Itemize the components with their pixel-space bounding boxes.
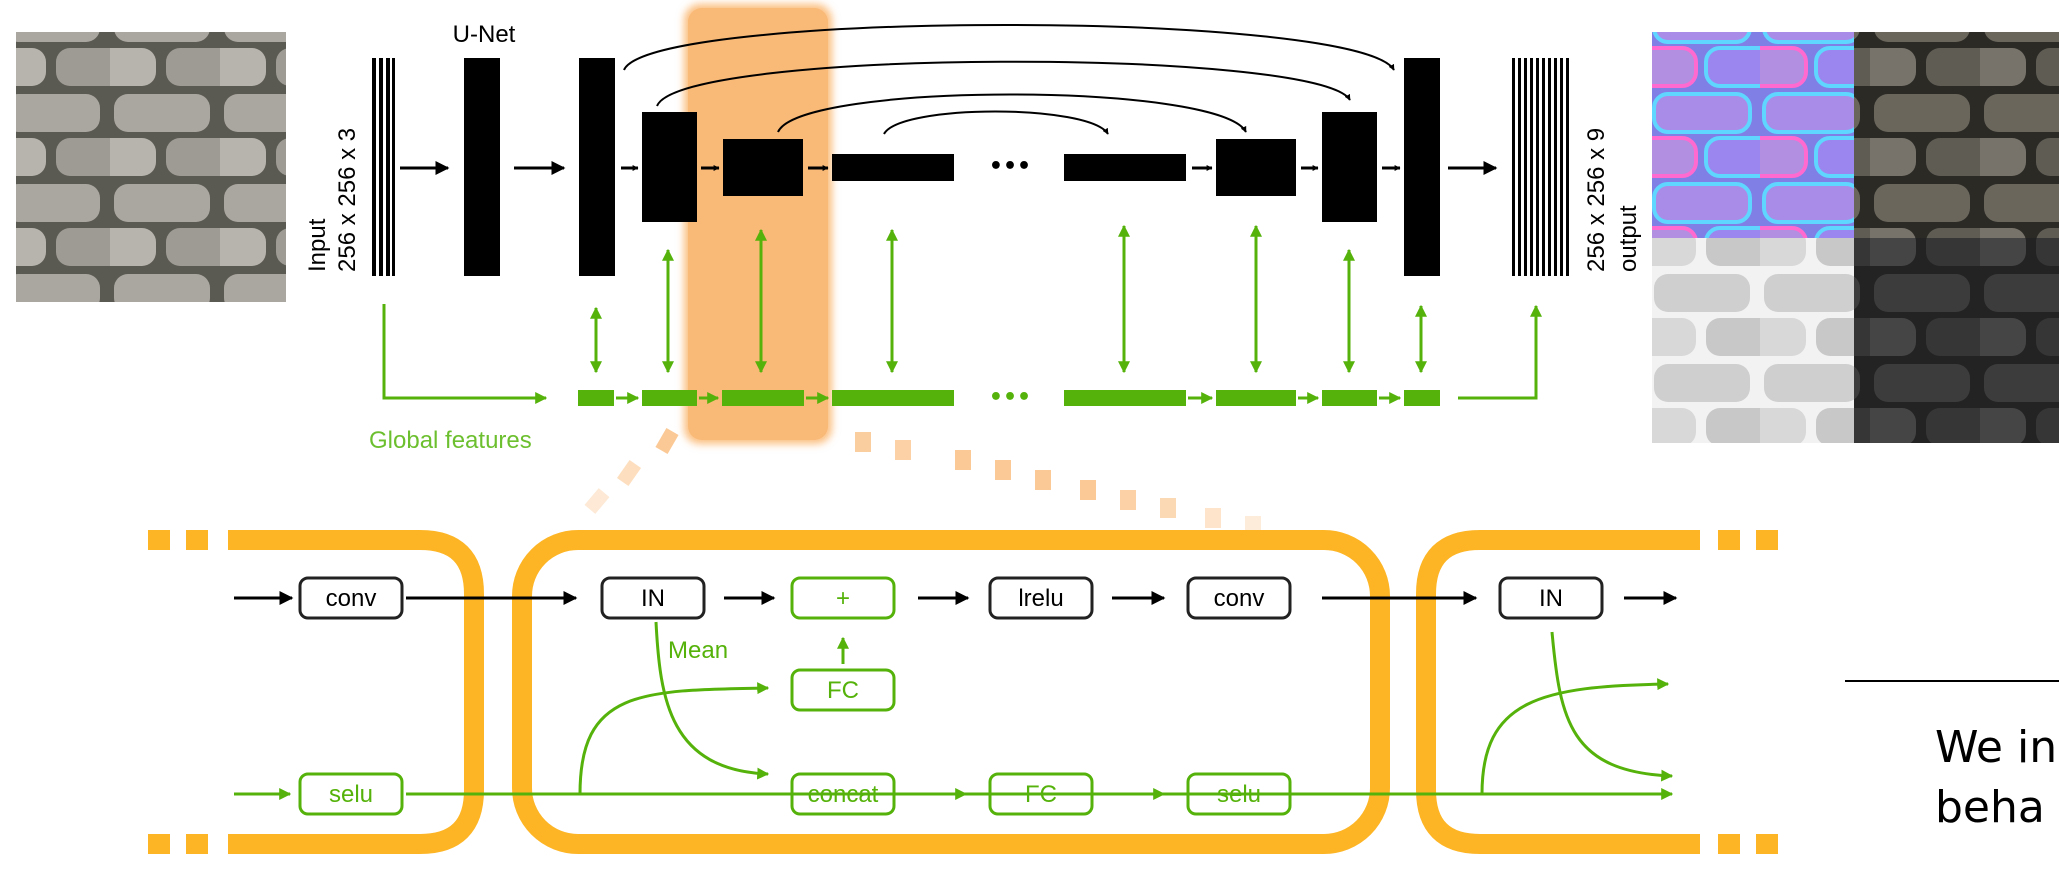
node-fc-top-label: FC (827, 677, 859, 704)
pipe-middle (512, 530, 1390, 854)
node-fc-top (790, 668, 896, 712)
pipe-right (1416, 530, 1700, 854)
svg-text:output: output (1615, 205, 1642, 272)
green-nodes: + FC selu concat FC selu (298, 576, 1292, 816)
specular-map (1854, 238, 2059, 443)
pipe-left (228, 530, 484, 854)
node-in-1-label: IN (641, 585, 665, 612)
output-tensor (1512, 58, 1569, 276)
block-dec-4 (1216, 139, 1296, 196)
black-nodes: conv IN lrelu conv IN (298, 576, 1604, 620)
pipe-dashes (148, 530, 1778, 854)
block-dec-3 (1322, 112, 1377, 222)
caption-line-2: beha (1935, 782, 2045, 833)
node-in-2 (1498, 576, 1604, 620)
diffuse-map (1854, 32, 2059, 238)
svg-text:256 x 256 x 3: 256 x 256 x 3 (334, 128, 361, 272)
block-enc-1 (464, 58, 500, 276)
ellipsis-top: ••• (989, 154, 1031, 179)
output-maps (1652, 32, 2059, 443)
zoom-dots (584, 427, 1261, 536)
node-in-2-label: IN (1539, 585, 1563, 612)
block-dec-2 (1404, 58, 1440, 276)
input-label: Input 256 x 256 x 3 (304, 128, 361, 272)
global-features-label: Global features (369, 427, 532, 454)
normal-map (1652, 32, 1854, 238)
output-label: 256 x 256 x 9 output (1583, 128, 1642, 272)
green-flow-arrows (234, 621, 1674, 800)
block-enc-2 (579, 58, 615, 276)
node-conv-2-label: conv (1214, 585, 1265, 612)
block-enc-3 (642, 112, 697, 222)
caption-text: We in beha (1935, 718, 2059, 838)
caption-line-1: We in (1935, 722, 2058, 773)
input-tensor (372, 58, 395, 276)
node-in-1 (600, 576, 706, 620)
roughness-map (1652, 238, 1854, 443)
unet-blocks (464, 58, 1440, 276)
node-lrelu-label: lrelu (1018, 585, 1063, 612)
node-conv-1 (298, 576, 404, 620)
node-selu-1-label: selu (329, 781, 373, 808)
input-photo (16, 32, 286, 302)
svg-text:Input: Input (304, 218, 331, 272)
mean-label: Mean (668, 637, 728, 664)
node-selu-1 (298, 772, 404, 816)
node-plus (790, 576, 896, 620)
pipe-frames (228, 530, 1700, 854)
caption-divider (1845, 680, 2059, 682)
node-conv-1-label: conv (326, 585, 377, 612)
global-feature-blocks (578, 390, 1440, 406)
block-enc-5 (832, 154, 954, 181)
block-enc-4 (723, 139, 803, 196)
unet-label: U-Net (453, 21, 516, 48)
skip-connections (623, 24, 1395, 135)
block-dec-5 (1064, 154, 1186, 181)
node-lrelu (988, 576, 1094, 620)
node-conv-2 (1186, 576, 1292, 620)
node-plus-label: + (836, 585, 850, 612)
ellipsis-bottom: ••• (989, 385, 1031, 410)
global-feature-arrows (382, 304, 1542, 404)
svg-text:256 x 256 x 9: 256 x 256 x 9 (1583, 128, 1610, 272)
vertical-exchange-arrows (590, 224, 1427, 374)
